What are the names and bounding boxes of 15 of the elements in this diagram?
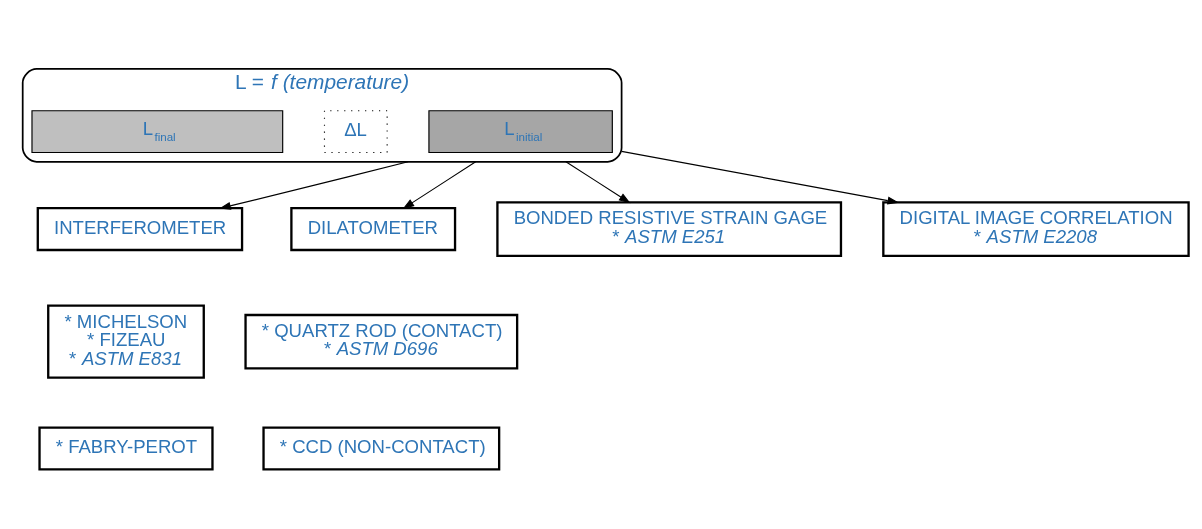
node-box: INTERFEROMETER bbox=[36, 207, 244, 252]
arrow bbox=[621, 150, 900, 205]
node-box: BONDED RESISTIVE STRAIN GAGE *ASTM E251 bbox=[496, 201, 843, 257]
node-box: L$_{initial}$ bbox=[428, 110, 613, 154]
node-box: DILATOMETER bbox=[290, 207, 457, 252]
node-box: * FABRY-PEROT bbox=[38, 426, 214, 471]
arrow bbox=[219, 161, 409, 210]
arrow bbox=[402, 161, 477, 209]
node-box: * CCD (NON-CONTACT) bbox=[262, 426, 501, 471]
node-box: * QUARTZ ROD (CONTACT) *ASTM D696 bbox=[244, 313, 519, 370]
node-box: * MICHELSON * FIZEAU *ASTM E831 bbox=[47, 304, 205, 379]
node-box: ΔL bbox=[323, 110, 388, 154]
node-box: L$_{final}$ bbox=[31, 110, 284, 154]
arrow bbox=[565, 161, 631, 204]
node-box: DIGITAL IMAGE CORRELATION *ASTM E2208 bbox=[882, 201, 1190, 257]
